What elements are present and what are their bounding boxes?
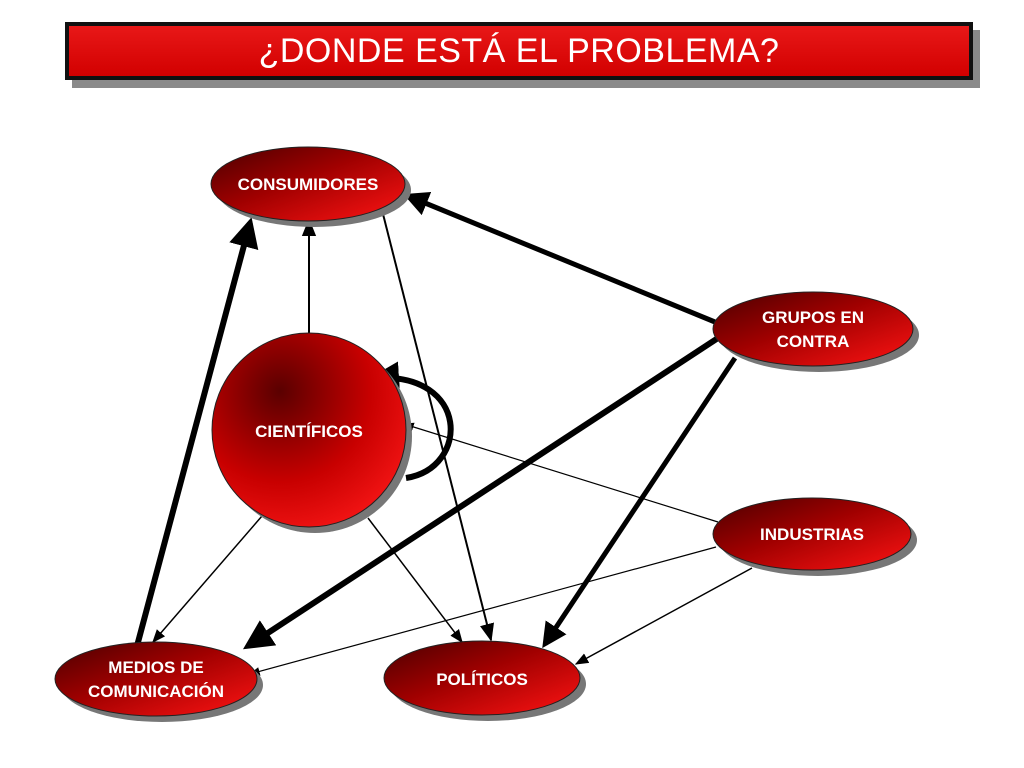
- node-label-grupos-1: GRUPOS EN: [762, 308, 864, 327]
- node-label-politicos: POLÍTICOS: [436, 670, 528, 689]
- node-label-medios-1: MEDIOS DE: [108, 658, 203, 677]
- node-consumidores: CONSUMIDORES: [210, 146, 411, 227]
- node-politicos: POLÍTICOS: [383, 640, 586, 721]
- edge-grupos-to-consumidores: [403, 192, 716, 325]
- node-cientificos: CIENTÍFICOS: [211, 332, 412, 533]
- node-medios-de-comunicacion: MEDIOS DE COMUNICACIÓN: [54, 641, 263, 722]
- node-label-consumidores: CONSUMIDORES: [238, 175, 379, 194]
- edge-cientificos-self-loop: [369, 361, 454, 481]
- edge-grupos-to-medios: [242, 335, 720, 650]
- edge-consumidores-to-politicos: [382, 213, 494, 642]
- edge-industrias-to-cientificos: [402, 422, 719, 523]
- page-title: ¿DONDE ESTÁ EL PROBLEMA?: [258, 31, 780, 70]
- edge-industrias-to-politicos: [574, 567, 753, 665]
- node-grupos-en-contra: GRUPOS EN CONTRA: [712, 291, 919, 372]
- edge-cientificos-to-medios: [152, 515, 263, 644]
- node-label-grupos-2: CONTRA: [777, 332, 850, 351]
- node-label-medios-2: COMUNICACIÓN: [88, 682, 224, 701]
- edge-grupos-to-politicos: [542, 356, 738, 649]
- edges: [134, 192, 753, 676]
- node-label-industrias: INDUSTRIAS: [760, 525, 864, 544]
- edge-medios-to-consumidores: [134, 217, 259, 647]
- edge-industrias-to-medios: [248, 546, 717, 676]
- node-label-cientificos: CIENTÍFICOS: [255, 422, 363, 441]
- title-banner: ¿DONDE ESTÁ EL PROBLEMA?: [65, 22, 973, 80]
- edge-cientificos-to-politicos: [367, 517, 463, 644]
- node-industrias: INDUSTRIAS: [712, 497, 917, 576]
